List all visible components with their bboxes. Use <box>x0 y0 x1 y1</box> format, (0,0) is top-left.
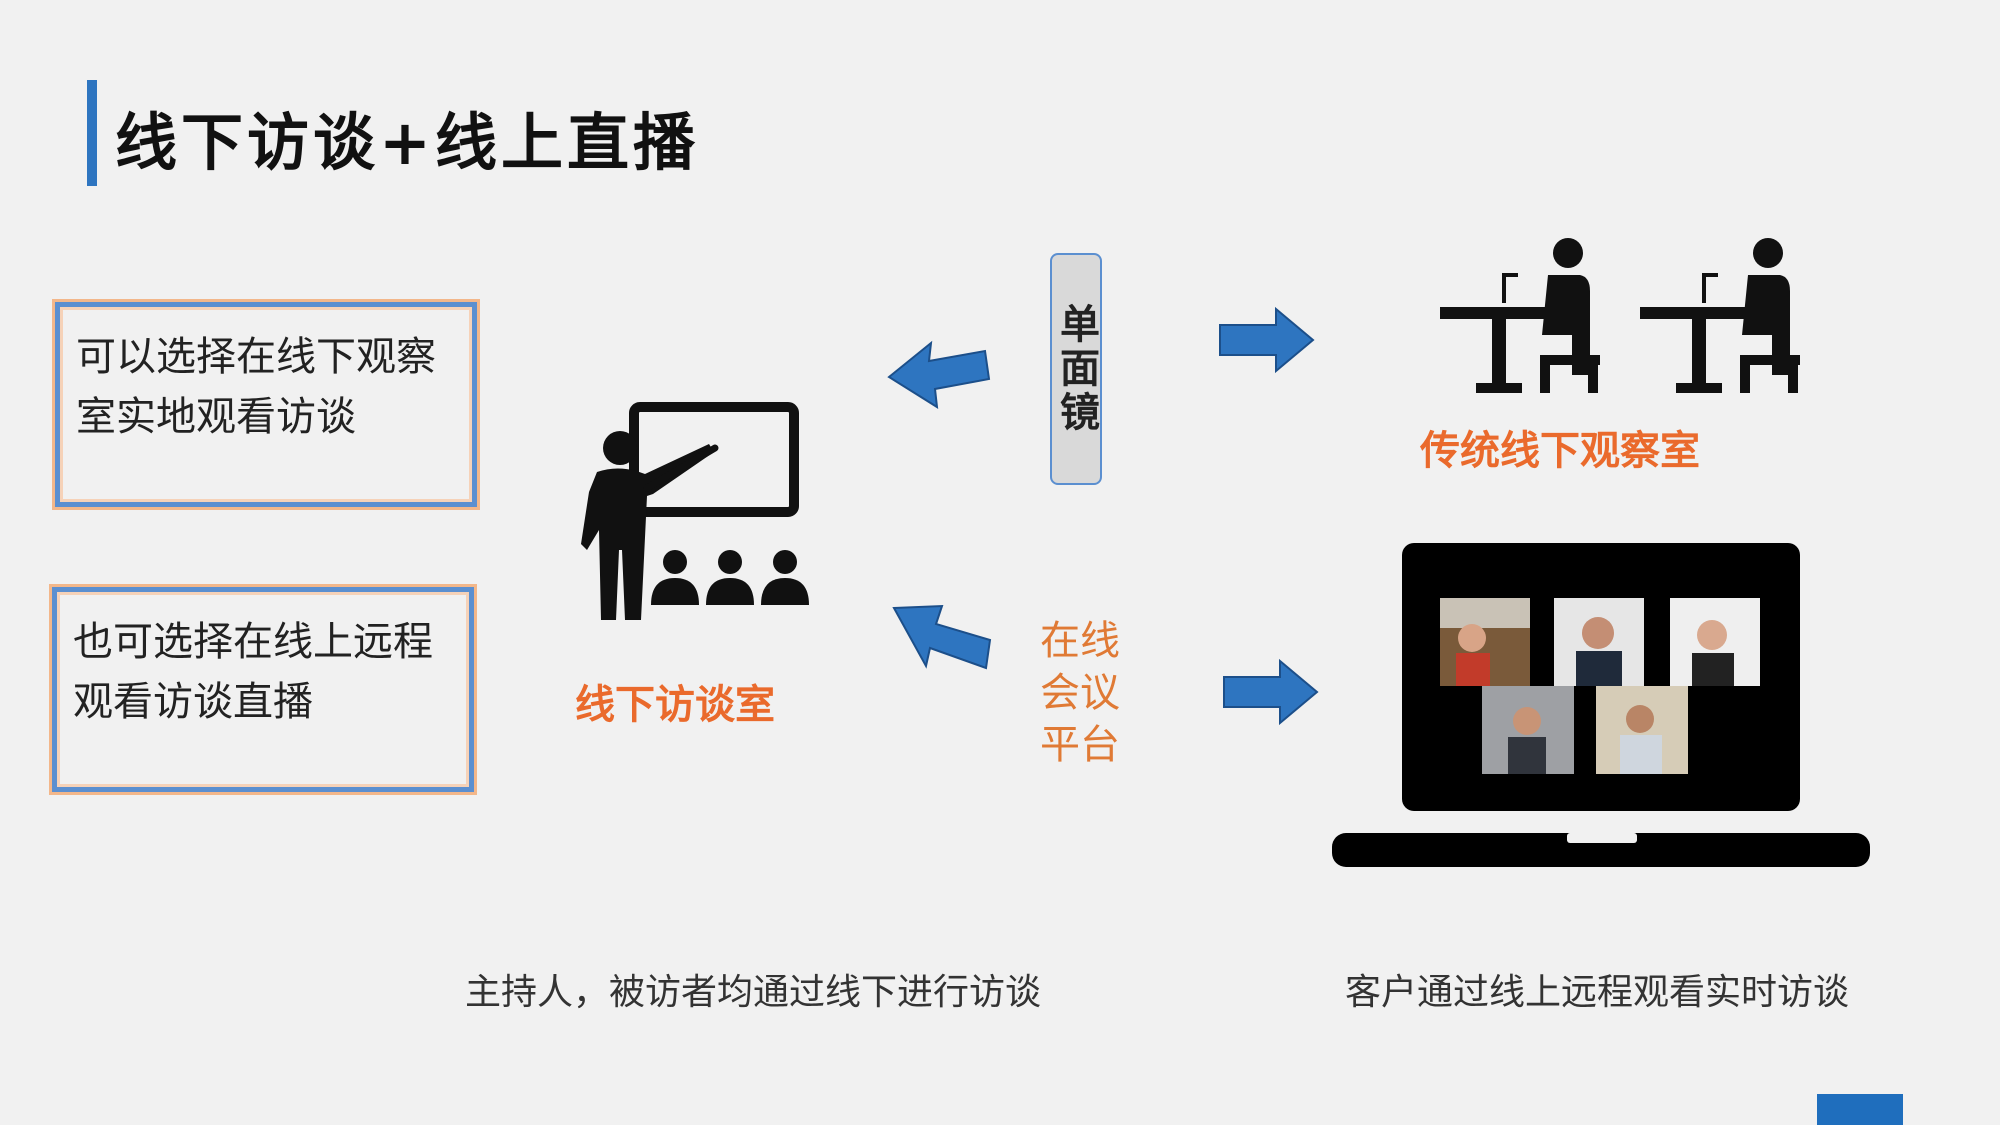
video-tile <box>1670 598 1760 686</box>
platform-line-3: 平台 <box>1040 722 1120 768</box>
observer-desk-icon <box>1440 238 1600 393</box>
note-offline-line2: 室实地观看访谈 <box>76 394 356 440</box>
note-offline-option: 可以选择在线下观察 室实地观看访谈 <box>55 302 477 507</box>
observer-desk-icon <box>1640 238 1800 393</box>
presenter-audience-icon <box>581 402 809 620</box>
mirror-label: 单面镜 <box>1053 303 1099 435</box>
caption-online: 客户通过线上远程观看实时访谈 <box>1345 972 1850 1013</box>
observation-room-label: 传统线下观察室 <box>1420 428 1700 474</box>
slide-title: 线下访谈+线上直播 <box>115 106 699 179</box>
arrow-icon <box>892 604 992 670</box>
laptop-video-call-icon <box>1332 543 1870 867</box>
platform-line-2: 会议 <box>1040 670 1120 716</box>
video-tile <box>1554 598 1644 686</box>
note-online-line1: 也可选择在线上远程 <box>73 619 433 665</box>
video-tile <box>1440 598 1530 686</box>
corner-accent-block <box>1817 1094 1903 1125</box>
title-accent-bar <box>87 80 97 186</box>
one-way-mirror-panel: 单面镜 <box>1050 253 1102 485</box>
online-platform-label: 在线 会议 平台 <box>1030 615 1130 771</box>
platform-line-1: 在线 <box>1040 618 1120 664</box>
video-tile <box>1482 686 1574 774</box>
note-online-line2: 观看访谈直播 <box>73 679 313 725</box>
interview-room-label: 线下访谈室 <box>575 682 775 728</box>
arrow-icon <box>1223 658 1319 726</box>
arrow-icon <box>887 340 991 409</box>
caption-offline: 主持人，被访者均通过线下进行访谈 <box>465 972 1042 1013</box>
video-tile <box>1596 686 1688 774</box>
arrow-icon <box>1219 306 1315 374</box>
note-online-option: 也可选择在线上远程 观看访谈直播 <box>52 587 474 792</box>
note-offline-line1: 可以选择在线下观察 <box>76 334 436 380</box>
